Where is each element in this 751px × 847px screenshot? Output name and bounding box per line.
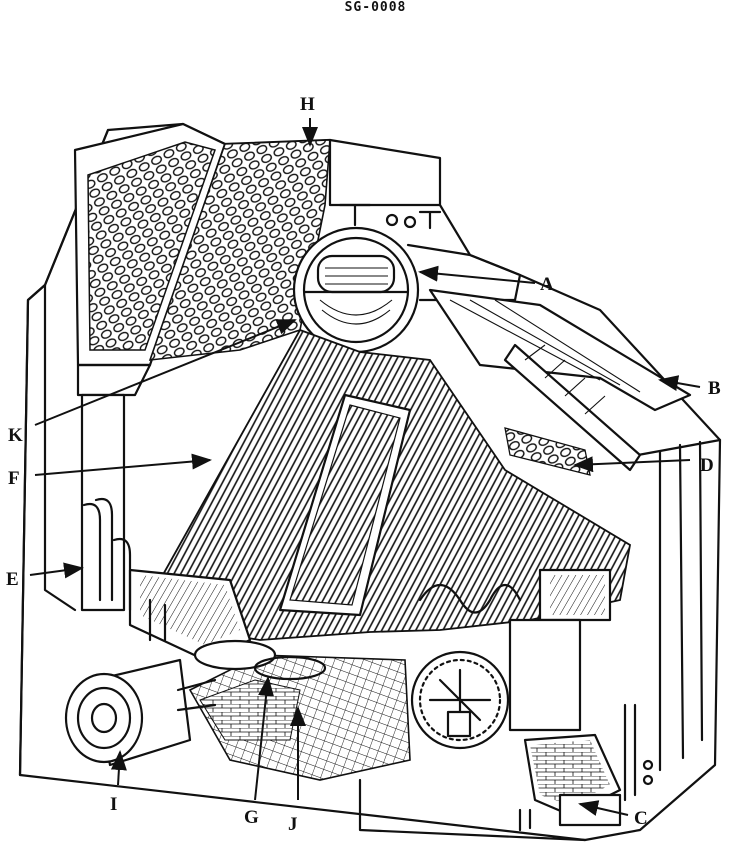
callout-labels: H A B D K F E I G J C xyxy=(6,94,721,835)
label-J: J xyxy=(288,814,298,835)
label-D: D xyxy=(700,455,714,476)
foundation xyxy=(358,703,654,842)
document-id: SG-0008 xyxy=(344,0,407,15)
burner xyxy=(64,658,217,767)
superheater-coils xyxy=(73,122,227,612)
upper-tube-bank xyxy=(148,139,331,361)
label-G: G xyxy=(244,807,259,828)
economizer-tubes xyxy=(504,427,591,476)
windbox xyxy=(128,568,327,681)
supply-pipes xyxy=(82,497,132,612)
label-A: A xyxy=(540,274,554,295)
leader-G xyxy=(254,676,275,801)
main-tube-bank xyxy=(158,328,631,641)
leader-C xyxy=(578,800,629,816)
leader-K xyxy=(34,319,297,426)
callout-leaders xyxy=(29,118,701,816)
access-door-wheel xyxy=(410,650,510,750)
leader-E xyxy=(29,562,84,579)
label-E: E xyxy=(6,569,19,590)
steam-drum xyxy=(292,138,522,354)
leader-A xyxy=(418,265,536,284)
label-I: I xyxy=(110,794,117,815)
label-K: K xyxy=(8,425,23,446)
label-B: B xyxy=(708,378,721,399)
lower-baffles xyxy=(418,568,612,732)
leader-B xyxy=(658,375,701,391)
leader-D xyxy=(573,456,691,473)
air-heater-panel xyxy=(428,288,692,472)
leader-F xyxy=(34,453,212,476)
leader-I xyxy=(110,750,127,786)
label-H: H xyxy=(300,94,315,115)
label-C: C xyxy=(634,808,648,829)
label-F: F xyxy=(8,468,20,489)
